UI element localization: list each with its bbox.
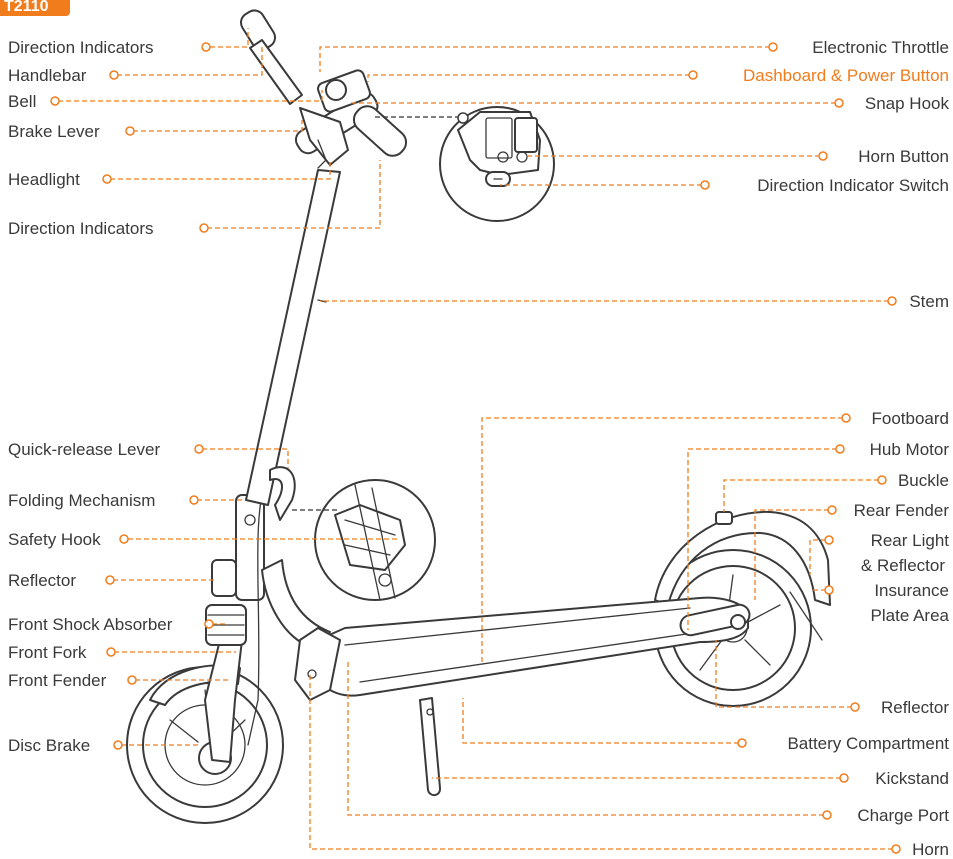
label-headlight: Headlight: [8, 170, 80, 189]
label-disc-brake: Disc Brake: [8, 736, 90, 755]
label-reflector-front: Reflector: [8, 571, 76, 590]
label-hub-motor: Hub Motor: [870, 440, 950, 459]
label-quick-release-lever: Quick-release Lever: [8, 440, 160, 459]
label-charge-port: Charge Port: [857, 806, 949, 825]
label-footboard: Footboard: [872, 409, 950, 428]
label-front-shock-absorber: Front Shock Absorber: [8, 615, 173, 634]
model-badge: T2110: [0, 0, 70, 16]
label-buckle: Buckle: [898, 471, 949, 490]
label-horn-button: Horn Button: [858, 147, 949, 166]
leader-lines: [58, 28, 893, 850]
label-reflector-rear: Reflector: [881, 698, 949, 717]
label-bell: Bell: [8, 92, 36, 111]
label-rear-light-line2: & Reflector: [861, 556, 945, 575]
label-electronic-throttle: Electronic Throttle: [812, 38, 949, 57]
label-insurance-line1: Insurance: [874, 581, 949, 600]
label-folding-mechanism: Folding Mechanism: [8, 491, 155, 510]
zoom-circle-handlebar: [439, 106, 555, 222]
label-brake-lever: Brake Lever: [8, 122, 100, 141]
label-front-fender: Front Fender: [8, 671, 107, 690]
label-insurance-line2: Plate Area: [871, 606, 950, 625]
leader-dots: [50, 42, 901, 854]
label-handlebar: Handlebar: [8, 66, 87, 85]
labels-right: Electronic Throttle Dashboard & Power Bu…: [743, 38, 950, 859]
label-dashboard-power-button: Dashboard & Power Button: [743, 66, 949, 85]
label-safety-hook: Safety Hook: [8, 530, 101, 549]
label-stem: Stem: [909, 292, 949, 311]
labels-left: Direction Indicators Handlebar Bell Brak…: [8, 38, 173, 755]
label-rear-light-line1: Rear Light: [871, 531, 950, 550]
label-direction-indicators-2: Direction Indicators: [8, 219, 154, 238]
model-badge-text: T2110: [4, 0, 49, 15]
scooter-illustration: [126, 9, 831, 824]
label-snap-hook: Snap Hook: [865, 94, 950, 113]
label-horn: Horn: [912, 840, 949, 859]
zoom-circle-folding: [314, 479, 436, 601]
label-battery-compartment: Battery Compartment: [787, 734, 949, 753]
label-front-fork: Front Fork: [8, 643, 87, 662]
label-direction-indicators-top: Direction Indicators: [8, 38, 154, 57]
label-kickstand: Kickstand: [875, 769, 949, 788]
label-direction-indicator-switch: Direction Indicator Switch: [757, 176, 949, 195]
label-rear-fender: Rear Fender: [854, 501, 950, 520]
